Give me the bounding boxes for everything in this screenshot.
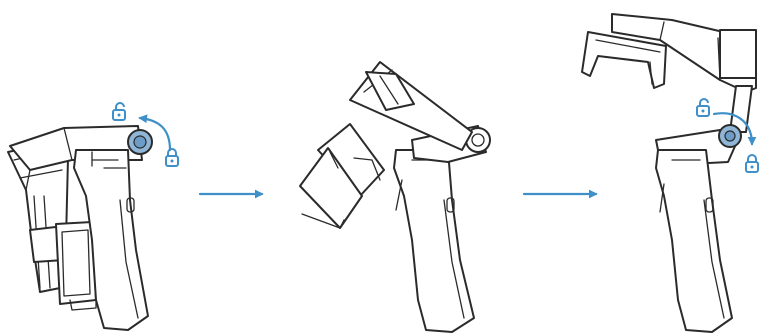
step-3-unfolded-gimbal: [581, 13, 759, 333]
handle: [393, 149, 475, 333]
phone-clamp: [581, 31, 667, 89]
lock-knob: [718, 124, 742, 148]
extension-arm: [349, 61, 473, 151]
vertical-arm: [729, 85, 753, 133]
rotate-arrow-icon: [138, 114, 172, 152]
phone-clamp: [55, 221, 97, 311]
rotate-arrow-icon: [712, 112, 757, 146]
unlock-icon: [112, 102, 126, 121]
top-arm: [611, 13, 757, 93]
folded-arm: [7, 139, 69, 293]
phone-clamp: [299, 123, 385, 229]
handle: [73, 149, 149, 331]
lock-icon: [165, 148, 179, 167]
lock-icon: [745, 154, 759, 173]
lock-knob: [127, 129, 153, 155]
step-1-folded-gimbal: [7, 102, 179, 331]
step-2-unfolding-gimbal: [299, 61, 491, 333]
unlock-icon: [696, 98, 710, 117]
handle: [655, 149, 733, 333]
